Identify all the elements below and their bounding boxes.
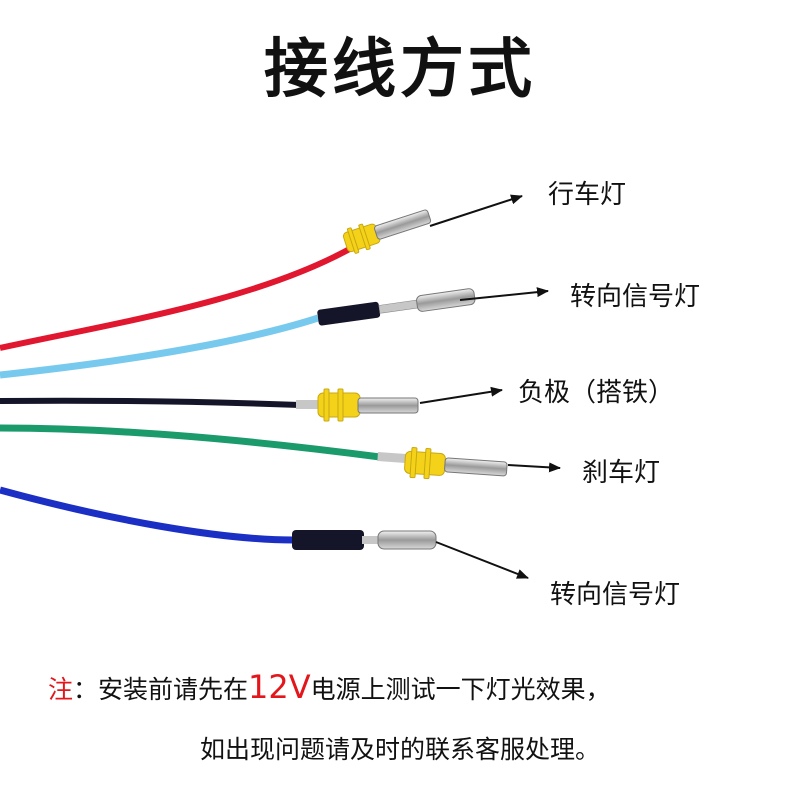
label-turn-signal-1: 转向信号灯 [570, 282, 701, 312]
note-text-before: 安装前请先在 [98, 675, 249, 704]
arrow-ground [419, 386, 503, 404]
black-wire [0, 388, 419, 422]
note-text-after: 电源上测试一下灯光效果， [310, 675, 611, 704]
arrow-turn-signal-2 [435, 541, 529, 579]
note-line-1: 注：安装前请先在12V电源上测试一下灯光效果， [48, 668, 611, 706]
note-prefix: 注 [48, 675, 74, 704]
green-wire [0, 424, 508, 480]
note-voltage: 12V [248, 668, 311, 706]
light-blue-wire [0, 288, 476, 379]
label-running-light: 行车灯 [548, 180, 627, 210]
label-brake-light: 刹车灯 [582, 458, 661, 488]
label-ground: 负极（搭铁） [518, 378, 675, 408]
red-wire [0, 209, 432, 351]
note-line-2: 如出现问题请及时的联系客服处理。 [199, 735, 600, 764]
note-colon: ： [73, 675, 99, 704]
arrow-brake-light [507, 462, 561, 473]
blue-wire [0, 486, 437, 550]
page-title: 接线方式 [264, 33, 536, 107]
arrow-turn-signal-1 [459, 287, 549, 301]
arrow-running-light [429, 194, 523, 227]
label-turn-signal-2: 转向信号灯 [550, 580, 681, 610]
